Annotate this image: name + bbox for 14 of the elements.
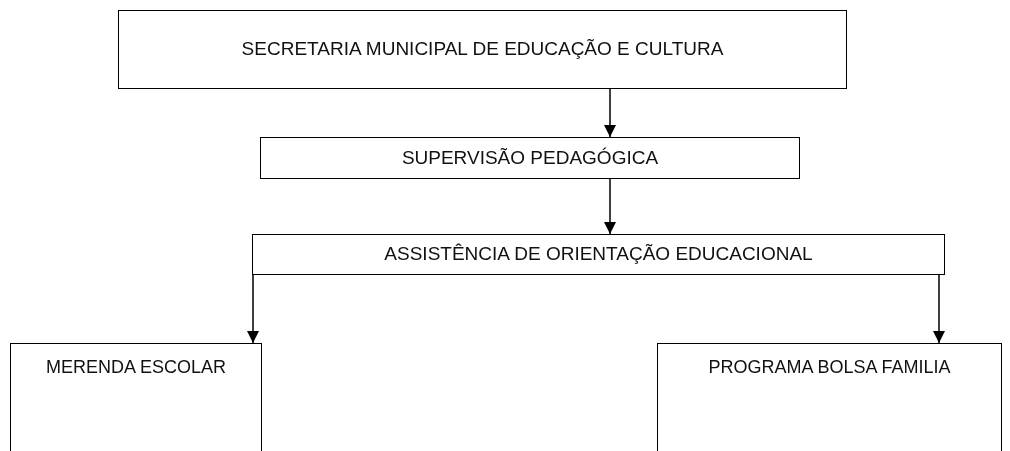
arrow <box>604 88 616 138</box>
org-unit-box <box>10 343 262 451</box>
unit-name: SECRETARIA MUNICIPAL DE EDUCAÇÃO E CULTURA <box>241 37 724 62</box>
org-unit-box <box>657 343 1002 451</box>
unit-name: SUPERVISÃO PEDAGÓGICA <box>401 145 659 170</box>
unit-name: PROGRAMA BOLSA FAMILIA <box>708 356 951 379</box>
unit-name: ASSISTÊNCIA DE ORIENTAÇÃO EDUCACIONAL <box>384 242 813 267</box>
arrow <box>604 178 616 235</box>
unit-name: MERENDA ESCOLAR <box>45 356 226 379</box>
arrow <box>247 274 259 344</box>
arrow <box>933 274 945 344</box>
org-unit-box <box>118 10 847 89</box>
org-unit-box <box>252 234 945 275</box>
org-unit-box <box>260 137 800 179</box>
